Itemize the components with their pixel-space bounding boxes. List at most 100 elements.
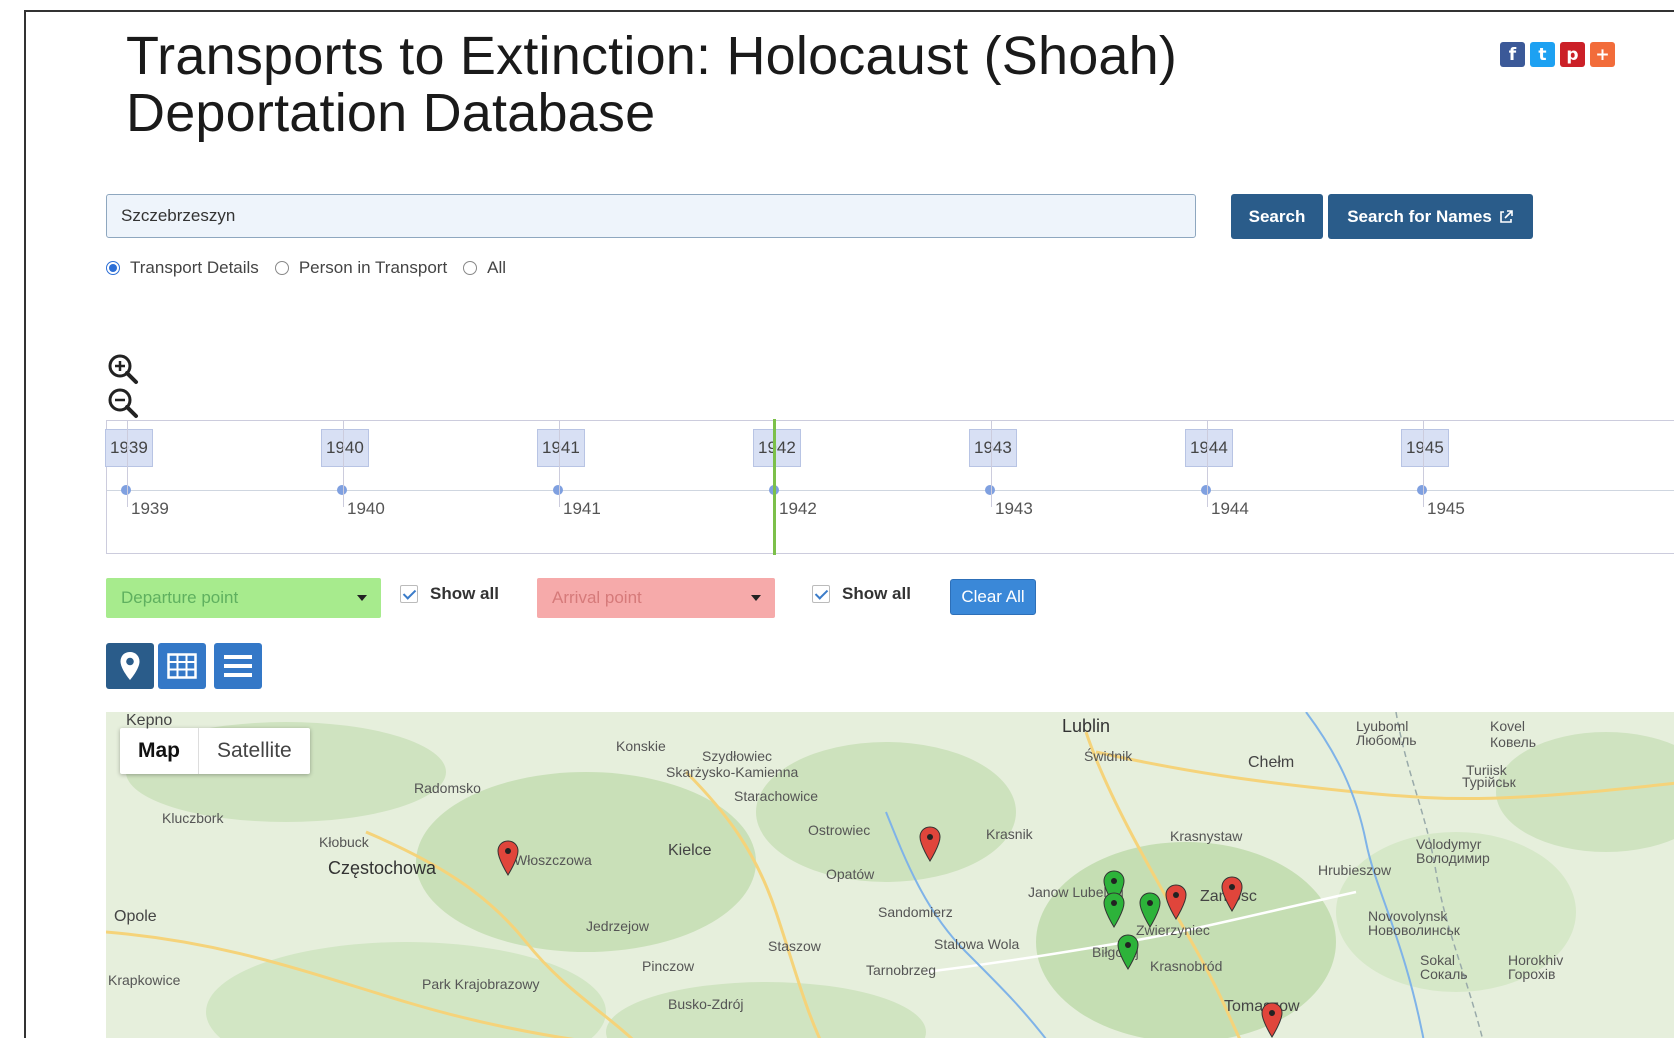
map-place-label: Горохів bbox=[1508, 966, 1556, 982]
radio-dot-icon bbox=[463, 261, 478, 275]
timeline-divider bbox=[127, 421, 128, 507]
map-place-label: Володимир bbox=[1416, 850, 1490, 866]
map-type-control: Map Satellite bbox=[120, 728, 310, 774]
map-place-label: Kłobuck bbox=[319, 834, 369, 850]
map-place-label: Park Krajobrazowy bbox=[422, 976, 540, 992]
zoom-out-icon[interactable] bbox=[106, 386, 140, 420]
map-place-label: Krasnik bbox=[986, 826, 1033, 842]
map-place-label: Turiisk bbox=[1466, 762, 1507, 778]
search-input[interactable] bbox=[106, 194, 1196, 238]
map-place-label: Lublin bbox=[1062, 716, 1111, 736]
radio-dot-icon bbox=[274, 261, 289, 275]
timeline-year-box[interactable]: 1942 bbox=[753, 429, 801, 467]
zoom-in-icon[interactable] bbox=[106, 352, 140, 386]
map-type-satellite-button[interactable]: Satellite bbox=[217, 739, 292, 762]
map-view-button[interactable] bbox=[106, 643, 154, 689]
timeline-divider bbox=[343, 421, 344, 507]
map-place-label: Tarnobrzeg bbox=[866, 962, 937, 978]
plus-icon[interactable]: + bbox=[1590, 42, 1615, 67]
timeline-year-box[interactable]: 1941 bbox=[537, 429, 585, 467]
map-place-label: Krasnystaw bbox=[1170, 828, 1243, 844]
list-view-button[interactable] bbox=[214, 643, 262, 689]
show-all-arrival-label: Show all bbox=[842, 584, 911, 603]
map-place-label: Hrubieszow bbox=[1318, 862, 1392, 878]
arrival-marker-icon[interactable] bbox=[1164, 884, 1188, 920]
radio-person-in-transport[interactable]: Person in Transport bbox=[274, 258, 447, 278]
arrival-marker-icon[interactable] bbox=[1220, 876, 1244, 912]
departure-marker-icon[interactable] bbox=[1116, 934, 1140, 970]
checkbox-icon bbox=[812, 585, 830, 603]
timeline-year-box[interactable]: 1940 bbox=[321, 429, 369, 467]
search-type-radio-group: Transport Details Person in Transport All bbox=[106, 258, 522, 278]
timeline-divider bbox=[1423, 421, 1424, 507]
clear-all-button[interactable]: Clear All bbox=[950, 579, 1036, 615]
timeline-year-label: 1942 bbox=[779, 499, 817, 518]
map-place-label: Любомль bbox=[1356, 732, 1417, 748]
map-place-label: Kovel bbox=[1490, 718, 1526, 734]
timeline-year-label: 1945 bbox=[1427, 499, 1465, 518]
map-place-label: Krasnobród bbox=[1150, 958, 1223, 974]
timeline-axis bbox=[107, 490, 1674, 491]
radio-all[interactable]: All bbox=[463, 258, 506, 278]
radio-transport-details[interactable]: Transport Details bbox=[106, 258, 259, 278]
timeline-year-box[interactable]: 1945 bbox=[1401, 429, 1449, 467]
map-place-label: Lyuboml bbox=[1356, 718, 1409, 734]
twitter-icon[interactable]: t bbox=[1530, 42, 1555, 67]
page-title: Transports to Extinction: Holocaust (Sho… bbox=[126, 26, 1178, 143]
radio-dot-icon bbox=[106, 261, 120, 275]
map-place-label: Starachowice bbox=[734, 788, 819, 804]
timeline-tick bbox=[553, 485, 563, 495]
timeline-year-box[interactable]: 1944 bbox=[1185, 429, 1233, 467]
timeline-tick bbox=[1417, 485, 1427, 495]
map-place-label: Sandomierz bbox=[878, 904, 953, 920]
departure-marker-icon[interactable] bbox=[1102, 870, 1126, 906]
map-place-label: Kluczbork bbox=[162, 810, 224, 826]
map-place-label: Kepno bbox=[126, 712, 173, 729]
list-icon bbox=[224, 655, 252, 677]
pinterest-icon[interactable]: p bbox=[1560, 42, 1585, 67]
caret-down-icon bbox=[751, 595, 761, 601]
map-place-label: Stalowa Wola bbox=[934, 936, 1020, 952]
timeline-divider bbox=[991, 421, 992, 507]
map-place-label: Szydłowiec bbox=[702, 748, 773, 764]
radio-label: All bbox=[487, 258, 507, 277]
map-place-label: Volodymyr bbox=[1416, 836, 1482, 852]
arrival-marker-icon[interactable] bbox=[918, 826, 942, 862]
departure-marker-icon[interactable] bbox=[1102, 892, 1126, 928]
timeline-divider bbox=[1207, 421, 1208, 507]
search-button[interactable]: Search bbox=[1231, 194, 1323, 239]
timeline-tick bbox=[1201, 485, 1211, 495]
show-all-departure-checkbox[interactable]: Show all bbox=[400, 584, 499, 604]
map-place-label: Ковель bbox=[1490, 734, 1537, 750]
map-place-label: Sokal bbox=[1420, 952, 1456, 968]
timeline-tick bbox=[121, 485, 131, 495]
map-place-label: Staszow bbox=[768, 938, 821, 954]
show-all-departure-label: Show all bbox=[430, 584, 499, 603]
facebook-icon[interactable]: f bbox=[1500, 42, 1525, 67]
map-place-label: Novovolynsk bbox=[1368, 908, 1448, 924]
show-all-arrival-checkbox[interactable]: Show all bbox=[812, 584, 911, 604]
grid-view-button[interactable] bbox=[158, 643, 206, 689]
timeline-year-box[interactable]: 1943 bbox=[969, 429, 1017, 467]
map-place-label: Нововолинськ bbox=[1368, 922, 1460, 938]
map-place-label: Jedrzejow bbox=[586, 918, 650, 934]
arrival-marker-icon[interactable] bbox=[1260, 1002, 1284, 1038]
timeline-year-label: 1939 bbox=[131, 499, 169, 518]
map-place-label: Kielce bbox=[668, 842, 712, 859]
table-grid-icon bbox=[167, 653, 197, 679]
departure-point-dropdown[interactable]: Departure point bbox=[106, 578, 381, 618]
map-type-map-button[interactable]: Map bbox=[120, 728, 199, 774]
map-place-label: Chełm bbox=[1248, 754, 1295, 771]
caret-down-icon bbox=[357, 595, 367, 601]
timeline-current-marker[interactable] bbox=[773, 419, 776, 555]
arrival-marker-icon[interactable] bbox=[496, 840, 520, 876]
map-place-label: Opole bbox=[114, 908, 157, 925]
departure-marker-icon[interactable] bbox=[1138, 892, 1162, 928]
search-for-names-button[interactable]: Search for Names bbox=[1328, 194, 1533, 239]
map-background bbox=[106, 712, 1674, 1038]
timeline-year-box[interactable]: 1939 bbox=[105, 429, 153, 467]
arrival-point-dropdown[interactable]: Arrival point bbox=[537, 578, 775, 618]
